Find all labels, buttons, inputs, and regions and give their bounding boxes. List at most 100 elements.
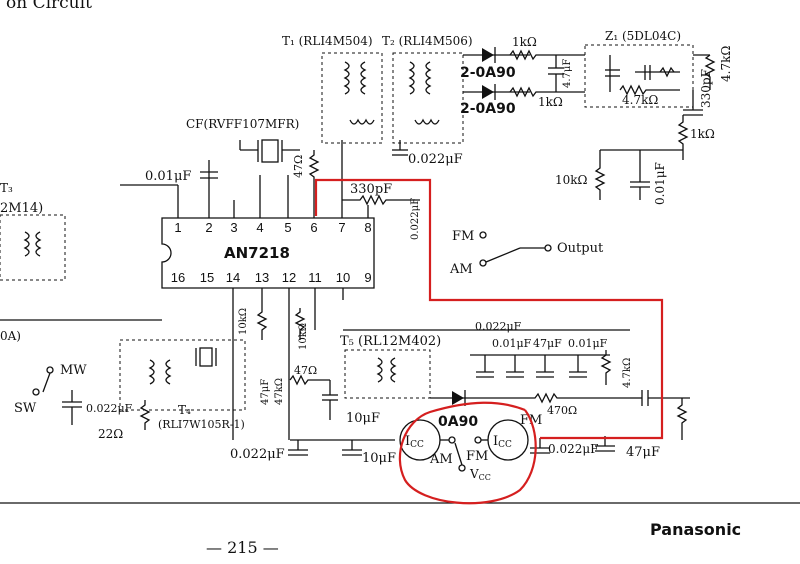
ic-bottom-pin-15: 15 [200,270,214,285]
t4-coils [148,347,217,385]
diode1-label: 2-0A90 [460,65,516,81]
c0022-t5-label: 0.022μF [475,320,522,333]
ic-top-pin-5: 5 [284,220,291,235]
r470-label: 470Ω [547,404,577,417]
ic-bottom-pin-9: 9 [364,270,371,285]
fm-am-switch-blade [485,247,521,263]
c47u-vert-label: 47μF [260,379,271,405]
ic-bottom-pin-10: 10 [336,270,350,285]
t5-can [344,349,431,399]
r47k-vert-label: 47kΩ [274,378,285,405]
ic-top-pin-3: 3 [230,220,237,235]
cap-0022-bottom [288,440,308,456]
fm-switch-label: FM [452,229,474,244]
resistor-47-b [289,374,330,386]
c10u-a-label: 10μF [346,411,380,426]
ic-bottom-pin-12: 12 [282,270,296,285]
c10u-b-label: 10μF [362,451,396,466]
cap-right-series [630,390,690,440]
ic-an7218: AN7218 [161,217,375,289]
t3-can [0,214,66,281]
r10k-label: 10kΩ [555,173,588,187]
ic-bottom-pin-16: 16 [171,270,185,285]
cf-label: CF(RVFF107MFR) [186,117,299,131]
cap-001-right [630,150,650,200]
r47k-t5-label: 4.7kΩ [622,358,633,388]
header-fragment: on Circuit [6,0,92,13]
c001-right-label: 0.01μF [653,162,667,205]
svg-text:ICC: ICC [493,434,512,450]
ic-bottom-pin-13: 13 [255,270,269,285]
z1-can [584,44,694,108]
c330p-mid-label: 330pF [350,182,392,197]
t4-label: T₄ [178,403,191,417]
r1k-right-label: 1kΩ [690,127,715,141]
mw-sw-switch-blade [42,372,51,393]
ic-leads [177,140,369,440]
c47u-t5-label: 47μF [533,337,562,350]
am-switch-terminal [479,259,487,267]
t2-label: T₂ (RLI4M506) [382,34,473,48]
output-terminal [544,244,552,252]
cap-10u-a [322,380,338,420]
page-number: — 215 — [206,538,279,557]
cap-0022-br [530,436,615,454]
c0022-vert-label: 0.022μF [410,198,421,240]
fm-bottom-label: FM [466,449,488,464]
t3-label: T₃ [0,181,13,195]
t2-coils [408,61,440,125]
c001-t5b-label: 0.01μF [568,337,608,350]
ic-top-pin-4: 4 [256,220,263,235]
t2-can [392,52,464,144]
r47-label: 47Ω [292,155,305,178]
t3-coils [0,231,162,321]
ic-top-pin-6: 6 [310,220,317,235]
vcc-label: VCC [469,467,491,482]
t1-label: T₁ (RLI4M504) [282,34,373,48]
t4-part-label: (RLI7W105R-1) [158,418,245,431]
c001-left-label: 0.01μF [145,169,191,184]
c0022-sw-label: 0.022μF [86,402,133,415]
diode3-label: 0A90 [438,414,478,430]
c47u-top-label: 4.7μF [562,59,573,88]
r1k-a-label: 1kΩ [512,35,537,49]
r47b-label: 47Ω [294,364,317,377]
cap-10u-b [342,440,362,456]
sw-terminal [32,388,40,396]
t3-part-label: 2M14) [0,201,43,216]
ic-top-pin-1: 1 [174,220,181,235]
resistor-1k-right [677,115,689,160]
c001-t5a-label: 0.01μF [492,337,532,350]
t1-coils [343,61,375,125]
output-label: Output [557,241,604,256]
ic-bottom-pin-11: 11 [308,270,322,285]
ic-top-pin-8: 8 [364,220,371,235]
brand-logo: Panasonic [650,520,741,539]
c47u-br-label: 47μF [626,445,660,460]
cap-0022-t2 [392,140,408,156]
t4-can [119,339,246,411]
svg-text:ICC: ICC [405,434,424,450]
r47k-z-label: 4.7kΩ [622,93,658,107]
ic-top-pin-7: 7 [338,220,345,235]
am-fm-vcc-switch [440,436,488,472]
c330p-right-label: 330pF [699,69,713,108]
resistor-10k-a [256,308,268,340]
sw-label: SW [14,401,37,416]
z1-internals [605,54,716,116]
am-switch-label: AM [449,262,473,277]
annotation-red-route [314,178,664,440]
diode-top-2 [463,84,530,100]
t5-right-caps [470,350,612,385]
annotation-red-circle [398,401,537,505]
resistor-330p [342,194,420,206]
resistor-10k-b [294,308,306,340]
mw-terminal [46,366,54,374]
r47k-right-label: 4.7kΩ [719,46,733,82]
resistor-1k-b [509,86,585,98]
c0022-t2-label: 0.022μF [408,152,463,167]
am-bottom-label: AM [429,452,453,467]
t1-can [321,52,383,144]
